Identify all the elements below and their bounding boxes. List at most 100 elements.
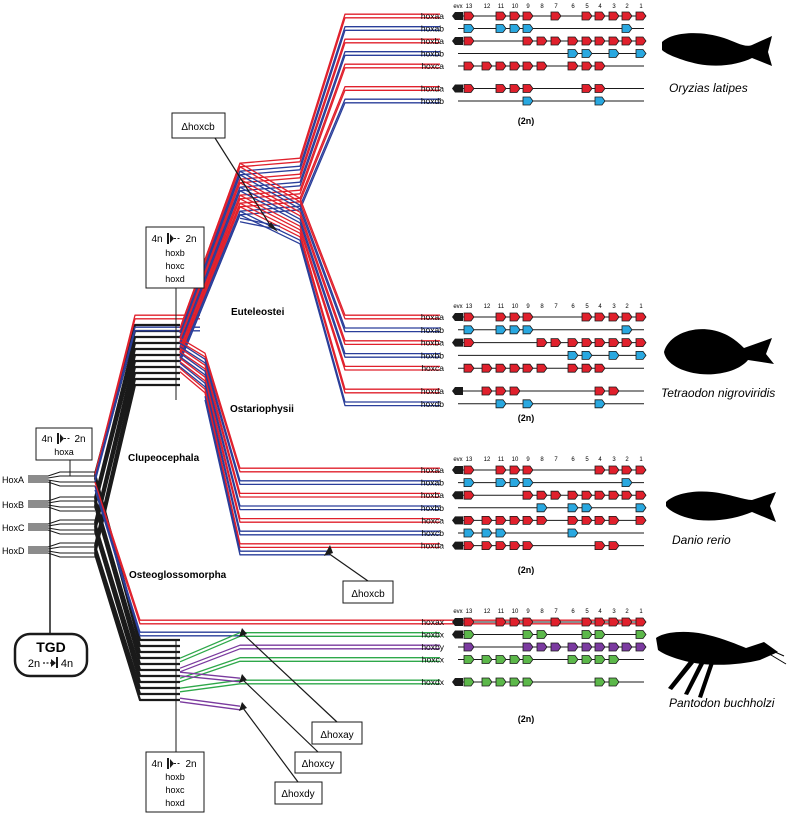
hox-gene	[522, 96, 534, 106]
hox-gene	[635, 490, 647, 500]
gene-header-label: 2	[625, 4, 629, 10]
ancestral-cluster-line	[47, 542, 95, 548]
tetraodon-lineage	[179, 210, 440, 403]
hox-gene	[635, 630, 647, 639]
hox-gene	[594, 386, 606, 396]
hox-gene	[495, 465, 507, 475]
hox-gene	[463, 36, 475, 46]
hox-cluster-label: hoxaa	[421, 465, 444, 475]
hox-gene	[481, 655, 493, 664]
svg-text:hoxc: hoxc	[165, 261, 185, 271]
hox-cluster-label: hoxdx	[421, 677, 444, 687]
hox-gene	[635, 617, 647, 627]
hox-gene	[522, 11, 534, 21]
hox-cluster-label: hoxab	[421, 325, 444, 335]
hox-cluster-label: hoxdb	[421, 96, 444, 106]
hox-gene	[608, 541, 620, 550]
ploidy-arrow-icon	[43, 657, 58, 668]
clupeocephala-trunk	[93, 335, 180, 499]
hox-cluster-label: hoxba	[421, 338, 444, 348]
oryzias-lineage	[179, 42, 440, 343]
hox-gene	[608, 642, 620, 652]
hox-gene	[608, 350, 620, 360]
hox-gene	[581, 503, 593, 513]
hox-cluster-label: hoxbx	[421, 630, 444, 640]
gene-header-label: evx	[453, 457, 462, 463]
hox-gene	[581, 617, 593, 627]
hox-gene	[594, 617, 606, 627]
tetraodon-lineage	[179, 206, 440, 394]
tetraodon-lineage	[179, 174, 440, 338]
svg-text:hoxd: hoxd	[165, 798, 185, 808]
hox-gene	[536, 630, 548, 639]
tgd-sub-right: 4n	[61, 658, 73, 670]
hox-gene	[550, 36, 562, 46]
danio-lineage	[179, 346, 440, 486]
species-name-pantodon: Pantodon buchholzi	[669, 696, 775, 710]
hox-gene	[608, 516, 620, 525]
hox-cluster-label: hoxda	[421, 386, 444, 396]
hoxa-rediploid-box: 4n 2n hoxa	[35, 427, 93, 476]
hox-gene	[567, 503, 579, 513]
svg-text:hoxd: hoxd	[165, 274, 185, 284]
hox-gene	[509, 677, 521, 687]
evx-gene	[452, 466, 463, 474]
hox-gene	[581, 350, 593, 360]
svg-text:Δhoxcb: Δhoxcb	[351, 589, 385, 600]
gene-header-label: 12	[484, 304, 491, 310]
gene-header-label: 3	[612, 457, 616, 463]
clade-ostariophysii: Ostariophysii	[230, 404, 294, 415]
hox-gene	[495, 325, 507, 335]
hox-gene	[536, 503, 548, 513]
hox-gene	[463, 478, 475, 488]
ancestral-cluster-line	[47, 529, 95, 535]
ancestral-cluster-line	[47, 527, 95, 531]
hox-gene	[495, 312, 507, 322]
gene-header-label: 11	[498, 4, 505, 10]
hox-gene	[581, 630, 593, 639]
hox-cluster-label: hoxby	[421, 642, 444, 652]
gene-header-label: 3	[612, 304, 616, 310]
osteoglossomorpha-trunk	[93, 497, 180, 654]
osteoglossomorpha-trunk	[93, 549, 180, 696]
pantodon-lineage	[179, 683, 440, 693]
hoxay-lineage	[94, 486, 240, 633]
species-name-tetraodon: Tetraodon nigroviridis	[661, 386, 775, 400]
hox-gene	[581, 490, 593, 500]
hox-cluster-label: hoxab	[421, 24, 444, 34]
svg-text:2n: 2n	[74, 434, 85, 445]
hox-gene	[522, 36, 534, 46]
loss-hoxdy: Δhoxdy	[239, 702, 323, 805]
evx-gene	[452, 338, 463, 347]
osteoglossomorpha-trunk	[93, 545, 180, 690]
hox-gene	[536, 363, 548, 373]
ancestral-label-hoxd: HoxD	[2, 546, 25, 556]
danio-lineage	[179, 367, 440, 545]
hox-gene	[608, 36, 620, 46]
hox-gene	[495, 617, 507, 627]
hox-gene	[509, 325, 521, 335]
ancestral-cluster-line	[47, 546, 95, 550]
hox-gene	[567, 516, 579, 525]
hox-gene	[495, 478, 507, 488]
hox-gene	[581, 312, 593, 322]
hox-gene	[621, 642, 633, 652]
ancestral-cluster-line	[47, 496, 95, 502]
gene-header-label: 9	[526, 457, 530, 463]
tgd-title: TGD	[36, 639, 66, 655]
hoxcy-lost-stub	[179, 671, 241, 679]
hox-gene	[495, 677, 507, 687]
tetraodon-lineage	[179, 190, 440, 358]
svg-text:Δhoxcb: Δhoxcb	[181, 122, 215, 133]
svg-text:Δhoxcy: Δhoxcy	[302, 759, 335, 770]
evx-gene	[452, 84, 463, 93]
oryzias-lineage	[179, 67, 440, 353]
hox-gene	[463, 465, 475, 475]
gene-header-label: 7	[554, 609, 558, 615]
hox-gene	[594, 642, 606, 652]
hox-cluster-label: hoxca	[421, 61, 444, 71]
hox-gene	[594, 338, 606, 348]
tetraodon-lineage	[179, 166, 440, 333]
lower-rediploid-box: 4n 2n hoxb hoxc hoxd	[145, 640, 205, 813]
gene-header-label: evx	[453, 304, 462, 310]
